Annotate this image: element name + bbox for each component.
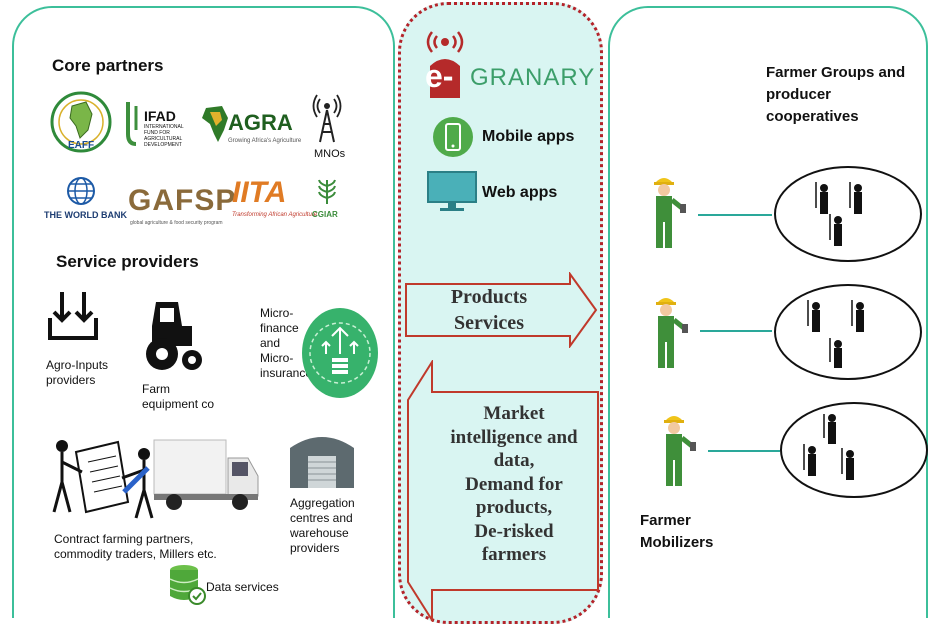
- africa-map-icon: [200, 104, 230, 144]
- handshake-contract-illustration: [48, 432, 158, 522]
- iita-label: IITA: [232, 176, 287, 209]
- service-providers-title: Service providers: [56, 252, 199, 271]
- microfinance-label: Micro-finance and Micro-insurance: [260, 306, 313, 380]
- arrow-text-line-7: farmers: [481, 544, 547, 565]
- products-text: Products: [450, 286, 528, 308]
- arrow-text-line-4: Demand for: [465, 473, 563, 495]
- wheat-icon: [316, 176, 338, 206]
- eaff-label: EAFF: [68, 140, 95, 151]
- market-intelligence-text: Market intelligence and data, Demand for…: [434, 402, 594, 567]
- ifad-subtitle: INTERNATIONAL FUND FOR AGRICULTURAL DEVE…: [144, 124, 184, 148]
- farmer-mobilizer-figure: [656, 412, 702, 490]
- market-intelligence-arrow: [406, 358, 600, 624]
- mobile-apps-label: Mobile apps: [482, 128, 575, 145]
- tractor-icon: [142, 296, 204, 376]
- data-services-label: Data services: [206, 580, 279, 594]
- e-granary-logo-prefix: e-: [425, 58, 454, 94]
- arrow-text-line-5: products,: [475, 497, 553, 518]
- warehouse-image: [288, 428, 356, 490]
- agra-subtitle: Growing Africa's Agriculture: [228, 138, 302, 144]
- gafsp-label: GAFSP: [128, 184, 237, 217]
- gafsp-subtitle: global agriculture & food security progr…: [130, 220, 223, 226]
- farmer-mobilizers-title: Farmer Mobilizers: [640, 512, 714, 551]
- agro-inputs-label: Agro-Inputs providers: [46, 358, 109, 387]
- cell-tower-icon: [312, 92, 342, 144]
- coin-growth-icon: [300, 306, 380, 400]
- agra-label: AGRA: [228, 110, 293, 135]
- globe-icon: [66, 176, 96, 206]
- contract-farming-label: Contract farming partners, commodity tra…: [54, 532, 217, 561]
- arrow-text-line-2: intelligence and: [450, 426, 578, 448]
- database-check-icon: [168, 562, 206, 606]
- farmer-group-circle: [774, 284, 922, 380]
- products-services-text: Products Services: [404, 284, 574, 336]
- ifad-icon: [122, 100, 142, 148]
- cgiar-label: CGIAR: [312, 210, 338, 219]
- mnos-label: MNOs: [314, 148, 346, 160]
- farmer-group-circle: [780, 402, 928, 498]
- core-partners-title: Core partners: [52, 56, 164, 75]
- web-apps-label: Web apps: [482, 184, 558, 201]
- farmer-groups-title: Farmer Groups and producer cooperatives: [766, 64, 906, 125]
- farm-equipment-label: Farm equipment co: [142, 382, 215, 411]
- arrow-text-line-6: De-risked: [474, 520, 554, 542]
- farmer-mobilizer-figure: [648, 294, 694, 372]
- download-tray-icon: [46, 290, 100, 342]
- ifad-label: IFAD: [144, 108, 176, 124]
- mobilizer-link-arrow: [698, 214, 772, 216]
- mobile-phone-icon: [432, 116, 474, 158]
- e-granary-logo-icon: [420, 22, 470, 104]
- iita-subtitle: Transforming African Agriculture: [232, 212, 318, 218]
- arrow-text-line-1: Market: [483, 403, 545, 424]
- mobilizer-link-arrow: [708, 450, 780, 452]
- world-bank-label: THE WORLD BANK: [44, 210, 127, 220]
- products-services-arrow: [404, 270, 598, 350]
- truck-image: [152, 436, 262, 512]
- arrow-text-line-3: data,: [493, 450, 535, 471]
- eaff-logo: [50, 88, 112, 156]
- mobilizer-link-arrow: [700, 330, 772, 332]
- farmer-group-circle: [774, 166, 922, 262]
- aggregation-label: Aggregation centres and warehouse provid…: [290, 496, 355, 555]
- farmer-mobilizer-figure: [646, 174, 692, 252]
- services-text: Services: [454, 312, 524, 334]
- monitor-icon: [426, 170, 478, 212]
- e-granary-logo-name: GRANARY: [470, 64, 596, 91]
